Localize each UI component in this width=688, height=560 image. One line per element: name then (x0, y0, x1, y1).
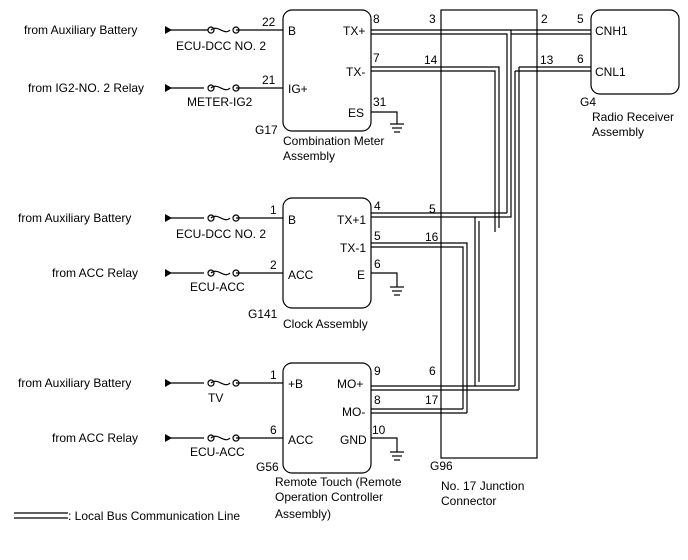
bus-lines (371, 29, 591, 414)
radio-pin-num-cnl: 6 (577, 52, 584, 66)
power-wire-remote-acc (165, 434, 283, 442)
meter-pin-num-txm: 7 (373, 51, 380, 65)
junction-pin-13: 13 (540, 53, 554, 67)
meter-pin-ig: IG+ (288, 82, 308, 96)
junction-pin-2: 2 (541, 12, 548, 26)
ground-clock (371, 272, 404, 296)
junction-pin-17: 17 (425, 393, 439, 407)
clock-pin-b: B (288, 213, 296, 227)
fuse-label-tv: TV (208, 391, 223, 405)
meter-pin-txm: TX- (346, 65, 365, 79)
radio-name-1: Radio Receiver (592, 110, 674, 124)
clock-pin-txm: TX-1 (340, 241, 366, 255)
junction-pin-5: 5 (429, 202, 436, 216)
power-wire-meter-ig (165, 84, 283, 92)
meter-pin-num-b: 22 (262, 15, 276, 29)
power-wire-remote-b (165, 379, 283, 387)
source-aux-battery-3: from Auxiliary Battery (18, 376, 131, 390)
meter-pin-num-es: 31 (373, 95, 387, 109)
fuse-label-ecu-dcc-1: ECU-DCC NO. 2 (176, 39, 266, 53)
radio-pin-cnl: CNL1 (595, 65, 626, 79)
power-wire-meter-b (165, 26, 283, 34)
source-aux-battery-2: from Auxiliary Battery (18, 211, 131, 225)
meter-pin-txp: TX+ (343, 24, 365, 38)
meter-code: G17 (255, 123, 278, 137)
clock-pin-acc: ACC (288, 268, 314, 282)
junction-pin-3: 3 (429, 12, 436, 26)
radio-receiver-box (590, 9, 680, 95)
junction-name-2: Connector (441, 494, 496, 508)
junction-pin-16: 16 (425, 230, 439, 244)
power-wire-clock-b (165, 214, 283, 222)
source-aux-battery-1: from Auxiliary Battery (24, 23, 137, 37)
remote-pin-num-mom: 8 (374, 393, 381, 407)
source-acc-relay-2: from ACC Relay (52, 431, 138, 445)
fuse-label-ecu-acc-2: ECU-ACC (190, 445, 245, 459)
ground-meter (371, 111, 404, 133)
junction-name-1: No. 17 Junction (441, 479, 524, 493)
remote-pin-mop: MO+ (337, 377, 363, 391)
radio-code: G4 (580, 95, 596, 109)
clock-assembly-box (282, 197, 372, 309)
junction-pin-6: 6 (429, 364, 436, 378)
clock-pin-txp: TX+1 (337, 213, 366, 227)
radio-pin-num-cnh: 5 (577, 12, 584, 26)
junction-connector-box (440, 9, 538, 459)
radio-pin-cnh: CNH1 (595, 24, 628, 38)
remote-pin-num-acc: 6 (270, 423, 277, 437)
meter-name-1: Combination Meter (283, 134, 384, 148)
remote-pin-num-gnd: 10 (372, 423, 386, 437)
clock-code: G141 (248, 307, 278, 321)
remote-pin-num-b: 1 (270, 368, 277, 382)
remote-name-2: Operation Controller (275, 490, 383, 504)
legend-label: : Local Bus Communication Line (68, 509, 240, 523)
remote-code: G56 (256, 460, 279, 474)
remote-name-3: Assembly) (275, 507, 331, 521)
meter-name-2: Assembly (283, 149, 335, 163)
legend-bus-symbol (14, 512, 68, 519)
clock-pin-num-txp: 4 (374, 199, 381, 213)
clock-pin-num-acc: 2 (270, 258, 277, 272)
fuse-label-meter-ig2: METER-IG2 (187, 95, 253, 109)
clock-pin-num-txm: 5 (374, 229, 381, 243)
clock-pin-e: E (357, 268, 365, 282)
remote-touch-box (282, 362, 372, 474)
clock-pin-num-b: 1 (270, 203, 277, 217)
fuse-label-ecu-dcc-2: ECU-DCC NO. 2 (176, 227, 266, 241)
source-acc-relay-1: from ACC Relay (52, 266, 138, 280)
clock-pin-num-e: 6 (374, 257, 381, 271)
remote-pin-num-mop: 9 (374, 364, 381, 378)
remote-pin-gnd: GND (340, 433, 367, 447)
junction-pin-14: 14 (424, 53, 438, 67)
meter-pin-es: ES (348, 106, 364, 120)
remote-pin-acc: ACC (288, 433, 314, 447)
remote-pin-b: +B (288, 377, 303, 391)
clock-name: Clock Assembly (283, 317, 368, 331)
junction-code: G96 (430, 459, 453, 473)
source-ig2-relay: from IG2-NO. 2 Relay (28, 81, 144, 95)
meter-pin-num-txp: 8 (373, 12, 380, 26)
fuse-label-ecu-acc-1: ECU-ACC (190, 280, 245, 294)
meter-pin-b: B (288, 24, 296, 38)
meter-pin-num-ig: 21 (262, 73, 276, 87)
power-wire-clock-acc (165, 269, 283, 277)
radio-name-2: Assembly (592, 125, 644, 139)
remote-pin-mom: MO- (342, 405, 365, 419)
remote-name-1: Remote Touch (Remote (275, 475, 402, 489)
ground-remote (371, 437, 404, 461)
